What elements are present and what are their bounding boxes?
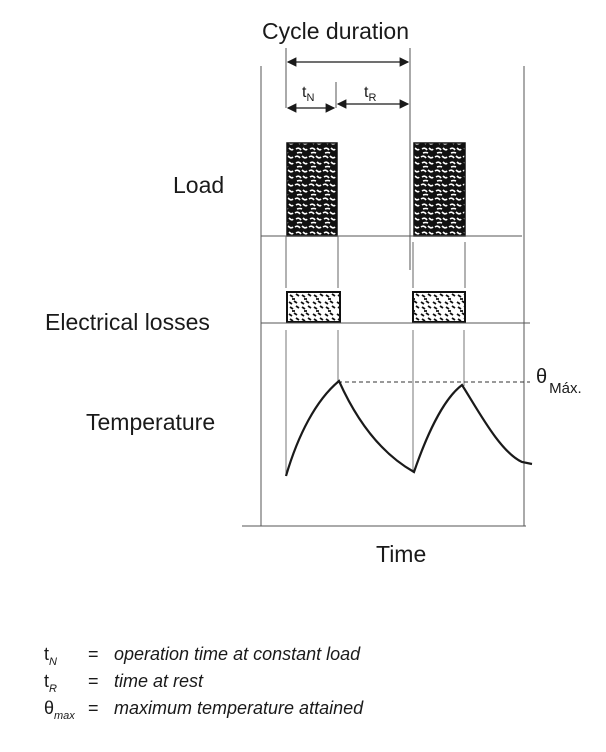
load-block-2 bbox=[413, 142, 466, 237]
temperature-curve bbox=[284, 379, 533, 477]
legend-symbol: tR bbox=[44, 671, 88, 695]
loss-block-1 bbox=[286, 291, 341, 323]
legend-symbol-sub: R bbox=[49, 683, 57, 695]
legend-symbol-base: θ bbox=[44, 698, 55, 718]
tr-interval-label: tR bbox=[364, 84, 377, 104]
legend-symbol-sub: max bbox=[54, 710, 75, 722]
tr-sub: R bbox=[368, 92, 377, 104]
legend: tN = operation time at constant load tR … bbox=[44, 644, 363, 725]
legend-row-theta: θmax = maximum temperature attained bbox=[44, 698, 363, 725]
legend-equals: = bbox=[88, 698, 99, 718]
legend-symbol-sub: N bbox=[49, 656, 57, 668]
legend-symbol-base: t bbox=[44, 671, 50, 691]
legend-symbol: tN bbox=[44, 644, 88, 668]
loss-block-2 bbox=[412, 291, 466, 323]
legend-text: time at rest bbox=[114, 671, 204, 691]
legend-symbol: θmax bbox=[44, 698, 88, 722]
tn-sub: N bbox=[306, 92, 315, 104]
legend-text: operation time at constant load bbox=[114, 644, 361, 664]
load-block-1 bbox=[286, 142, 338, 237]
tn-base: t bbox=[302, 84, 307, 101]
tr-base: t bbox=[364, 84, 369, 101]
duty-cycle-diagram bbox=[242, 48, 533, 527]
legend-row-tn: tN = operation time at constant load bbox=[44, 644, 363, 671]
cycle-duration-label: Cycle duration bbox=[262, 18, 410, 44]
theta-max-label: θMáx. bbox=[536, 366, 582, 397]
legend-equals: = bbox=[88, 644, 99, 664]
legend-text: maximum temperature attained bbox=[114, 698, 364, 718]
legend-equals: = bbox=[88, 671, 99, 691]
legend-row-tr: tR = time at rest bbox=[44, 671, 363, 698]
electrical-losses-label: Electrical losses bbox=[45, 309, 210, 335]
temperature-label: Temperature bbox=[86, 409, 216, 435]
load-label: Load bbox=[173, 172, 225, 198]
theta-sub: Máx. bbox=[549, 380, 582, 397]
theta-symbol: θ bbox=[536, 366, 548, 388]
legend-symbol-base: t bbox=[44, 644, 50, 664]
time-axis-label: Time bbox=[376, 541, 427, 567]
tn-interval-label: tN bbox=[302, 84, 315, 104]
